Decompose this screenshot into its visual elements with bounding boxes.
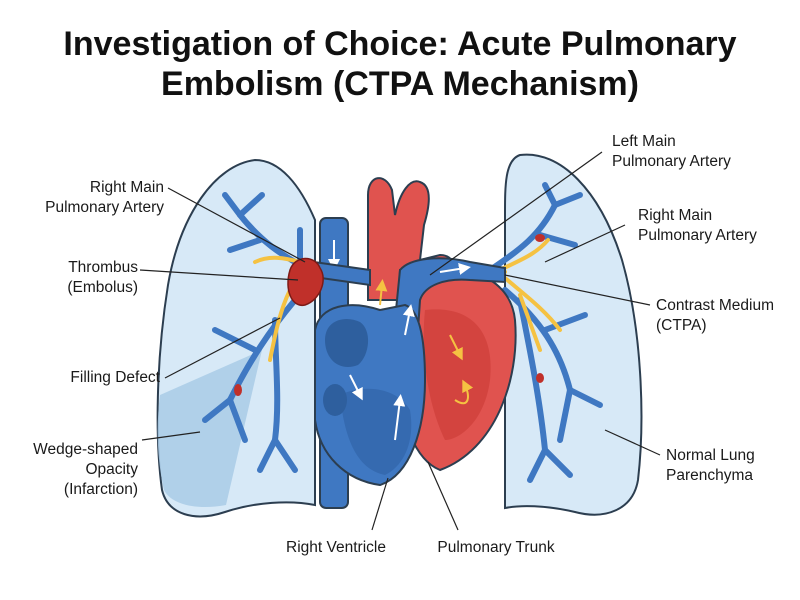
- small-embolus-3: [536, 373, 544, 383]
- label-right-main-pulmonary-artery-left: Right Main Pulmonary Artery: [45, 179, 164, 216]
- pointer-left-main-pa: [429, 151, 603, 276]
- label-pointers: [139, 151, 661, 531]
- page-title: Investigation of Choice: Acute Pulmonary…: [0, 24, 800, 104]
- label-left-main-pulmonary-artery: Left Main Pulmonary Artery: [612, 133, 731, 170]
- right-ventricle-shape: [340, 388, 412, 475]
- label-filling-defect: Filling Defect: [70, 369, 160, 386]
- label-normal-lung-parenchyma: Normal Lung Parenchyma: [666, 447, 755, 484]
- label-wedge-shaped-opacity: Wedge-shaped Opacity (Infarction): [33, 441, 138, 498]
- pointer-right-ventricle: [371, 477, 389, 531]
- left-ventricle-chamber: [423, 309, 491, 440]
- label-right-ventricle: Right Ventricle: [286, 539, 386, 556]
- left-lung-vessels: [487, 182, 603, 483]
- small-embolus-2: [234, 384, 242, 396]
- title-line-1: Investigation of Choice: Acute Pulmonary: [63, 25, 737, 63]
- label-pulmonary-trunk: Pulmonary Trunk: [437, 539, 555, 556]
- pointer-right-main-pa-right: [544, 224, 626, 263]
- right-atrium: [325, 319, 369, 368]
- label-contrast-medium: Contrast Medium (CTPA): [656, 297, 775, 334]
- pointer-thrombus: [139, 269, 299, 281]
- pointer-pulmonary-trunk: [427, 461, 459, 531]
- pointer-contrast-medium: [504, 274, 651, 306]
- pointer-filling-defect: [164, 317, 281, 379]
- label-right-main-pulmonary-artery-right: Right Main Pulmonary Artery: [638, 207, 757, 244]
- pointer-wedge-opacity: [141, 431, 201, 441]
- thrombus: [287, 257, 324, 306]
- flow-arrows: [349, 263, 471, 441]
- tricuspid-opening: [323, 384, 347, 416]
- pointer-right-main-pa-left: [167, 187, 306, 263]
- title-line-2: Embolism (CTPA Mechanism): [161, 65, 639, 103]
- label-thrombus: Thrombus (Embolus): [67, 259, 138, 296]
- pointer-normal-lung: [604, 429, 661, 456]
- small-embolus-1: [535, 234, 545, 242]
- lv-flow-arrows: [375, 279, 474, 405]
